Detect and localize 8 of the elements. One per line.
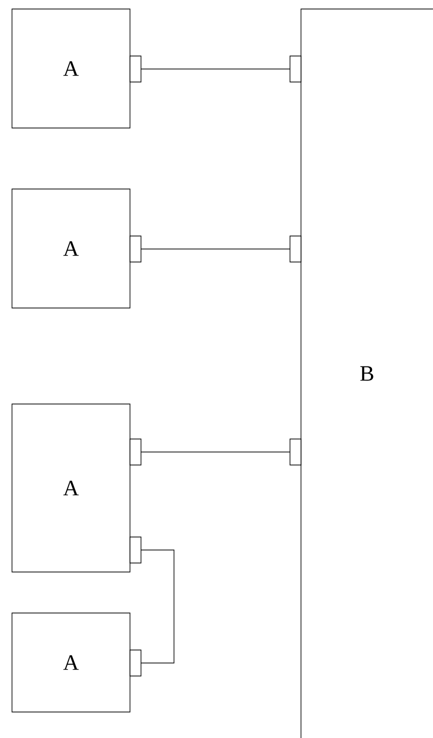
block-box: A (12, 612, 130, 712)
block-box: A (12, 188, 130, 308)
block-box: B (300, 8, 433, 738)
block-box: A (12, 404, 130, 572)
connector-line (140, 68, 290, 70)
block-box: A (12, 8, 130, 128)
connector-line (140, 550, 174, 664)
connector-line (140, 248, 290, 250)
